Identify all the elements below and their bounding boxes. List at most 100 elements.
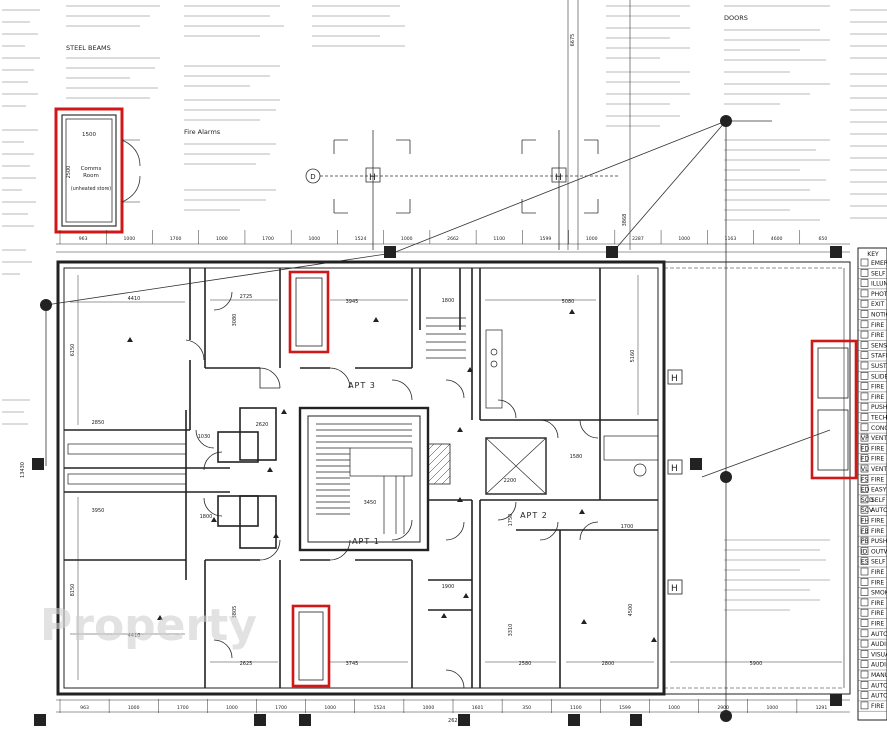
legend-symbol (860, 392, 869, 401)
legend-symbol (860, 454, 869, 463)
column-node-mid (720, 471, 732, 483)
dim-label: 1580 (570, 454, 583, 460)
legend-code: VP (861, 435, 869, 442)
detector-icon (463, 593, 469, 598)
dim-label: 3805 (232, 606, 238, 619)
column-grid-markers (315, 0, 631, 250)
column-pad (384, 246, 396, 258)
legend-label: FIRE (871, 600, 884, 607)
dim-label: 2200 (504, 478, 517, 484)
comms-room-detail: 1500 2500 Comms Room (unheated store) (54, 107, 141, 234)
dimension-label: 650 (818, 236, 827, 242)
dimension-label: 2662 (447, 236, 459, 242)
dim-label: 2725 (240, 294, 253, 300)
comms-label-3: (unheated store) (71, 186, 111, 192)
legend-symbol (860, 670, 869, 679)
legend-symbol (860, 330, 869, 339)
detector-icon (127, 337, 133, 342)
legend-label: FIRE (871, 332, 884, 339)
dimension-label: 1000 (124, 236, 136, 242)
dim-label: 4410 (128, 633, 141, 639)
legend-code: FH (861, 518, 869, 525)
legend-symbol (860, 289, 869, 298)
legend-label: AUTOM (871, 507, 887, 514)
red-highlight-boxes (288, 270, 858, 688)
comms-dim-height: 2500 (66, 166, 72, 179)
dimension-label: 1100 (570, 705, 582, 711)
column-pad (458, 714, 470, 726)
dimension-label: 1000 (678, 236, 690, 242)
column-pad (606, 246, 618, 258)
legend-symbol (860, 505, 869, 514)
legend-symbol (860, 371, 869, 380)
legend-label: FIRE (871, 703, 884, 710)
legend-label: VENTIL (871, 435, 887, 442)
dim-label: 6675 (570, 34, 576, 47)
legend-symbol (860, 547, 869, 555)
dimension-label: 963 (80, 705, 89, 711)
column-pad (299, 714, 311, 726)
legend-label: SMOK (871, 590, 887, 597)
legend-label: AUDIB (871, 662, 887, 669)
dimension-label: 1700 (275, 705, 287, 711)
svg-text:H: H (671, 584, 678, 594)
dimension-label: 1100 (493, 236, 505, 242)
legend-symbol (860, 351, 869, 360)
legend-symbol (860, 660, 869, 669)
dim-label: 3450 (364, 500, 377, 506)
legend-code: FD (861, 445, 869, 452)
legend-code: SCV (861, 507, 874, 514)
dim-label: 4500 (628, 604, 634, 617)
column-pad (34, 714, 46, 726)
legend-symbol (860, 444, 869, 452)
apt-1-label: APT 1 (352, 537, 380, 546)
dim-label: 3945 (346, 299, 359, 305)
column-pad (568, 714, 580, 726)
legend-label: SLIDE (871, 373, 887, 380)
dimension-label: 1000 (401, 236, 413, 242)
column-pads (32, 246, 842, 726)
dim-label: 3745 (346, 661, 359, 667)
apt-2-label: APT 2 (520, 511, 548, 520)
dimension-label: 1700 (177, 705, 189, 711)
dimension-label: 1163 (725, 236, 737, 242)
legend-label: FIRE (871, 384, 884, 391)
legend-symbol (860, 680, 869, 689)
legend-symbol (860, 629, 869, 638)
dimension-label: 1599 (619, 705, 631, 711)
svg-text:H: H (671, 374, 678, 384)
legend-label: EMERG (871, 260, 887, 267)
legend-symbol (860, 320, 869, 329)
dim-label: 5080 (562, 299, 575, 305)
dim-label: 2625 (240, 661, 253, 667)
kitchen-units (67, 329, 659, 485)
detector-symbols (127, 309, 657, 642)
comms-label-2: Room (83, 173, 99, 179)
legend-symbol (860, 495, 869, 504)
legend-label: SUSTA (871, 363, 887, 370)
legend-symbol (860, 516, 869, 524)
detector-icon (651, 637, 657, 642)
detector-icon (281, 409, 287, 414)
heading-steel-beams: STEEL BEAMS (66, 44, 111, 52)
dimension-label: 1000 (216, 236, 228, 242)
legend-symbol (860, 341, 869, 349)
legend-label: PHOTO (871, 291, 887, 298)
legend-code: ED (861, 487, 870, 494)
dimension-label: 1524 (373, 705, 385, 711)
legend-label: FIRE (871, 445, 884, 452)
dimension-label: 1000 (586, 236, 598, 242)
dimension-label: 2287 (632, 236, 644, 242)
legend-code: ES (861, 559, 869, 566)
legend-label: FIRE (871, 621, 884, 628)
red-zone-details (295, 277, 849, 681)
dim-label: 2800 (602, 661, 615, 667)
detector-icon (457, 497, 463, 502)
bracing-lines (45, 120, 831, 720)
dimension-label: 1000 (423, 705, 435, 711)
legend-symbol (860, 423, 869, 432)
legend-label: CONC (871, 425, 887, 432)
legend-title: KEY (867, 251, 879, 258)
detector-icon (457, 427, 463, 432)
